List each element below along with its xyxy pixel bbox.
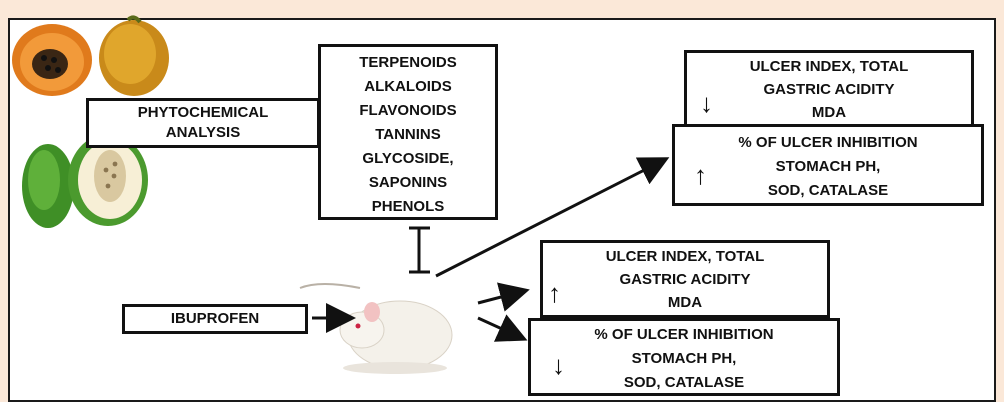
compound-item: PHENOLS: [321, 195, 495, 219]
rat-icon: [300, 284, 452, 374]
result-line: MDA: [687, 101, 971, 124]
green-papaya-icon: [22, 144, 74, 228]
compound-item: TANNINS: [321, 123, 495, 147]
up-arrow-icon: ↑: [548, 280, 561, 306]
result-line: ULCER INDEX, TOTAL: [687, 55, 971, 78]
down-arrow-icon: ↓: [552, 352, 565, 378]
result-line: MDA: [543, 291, 827, 314]
lower-increase-box: ULCER INDEX, TOTAL GASTRIC ACIDITY MDA: [540, 240, 830, 318]
ibuprofen-box: IBUPROFEN: [122, 304, 308, 334]
upper-decrease-box: ULCER INDEX, TOTAL GASTRIC ACIDITY MDA: [684, 50, 974, 128]
compound-item: TERPENOIDS: [321, 51, 495, 75]
compound-item: FLAVONOIDS: [321, 99, 495, 123]
papaya-whole-icon: [99, 17, 169, 96]
result-line: STOMACH PH,: [531, 347, 837, 371]
ibuprofen-label: IBUPROFEN: [125, 307, 305, 331]
result-line: STOMACH PH,: [675, 155, 981, 179]
lower-decrease-box: % OF ULCER INHIBITION STOMACH PH, SOD, C…: [528, 318, 840, 396]
result-line: % OF ULCER INHIBITION: [675, 131, 981, 155]
phytochemical-label-line2: ANALYSIS: [89, 123, 317, 143]
compounds-box: TERPENOIDS ALKALOIDS FLAVONOIDS TANNINS …: [318, 44, 498, 220]
phytochemical-label-line1: PHYTOCHEMICAL: [89, 103, 317, 123]
compound-item: ALKALOIDS: [321, 75, 495, 99]
phytochemical-analysis-box: PHYTOCHEMICAL ANALYSIS: [86, 98, 320, 148]
papaya-half-icon: [12, 24, 92, 96]
compound-item: SAPONINS: [321, 171, 495, 195]
compound-item: GLYCOSIDE,: [321, 147, 495, 171]
rat-to-lower-results-arrow-1: [478, 291, 524, 303]
result-line: GASTRIC ACIDITY: [687, 78, 971, 101]
result-line: SOD, CATALASE: [675, 179, 981, 203]
result-line: GASTRIC ACIDITY: [543, 268, 827, 291]
result-line: ULCER INDEX, TOTAL: [543, 245, 827, 268]
down-arrow-icon: ↓: [700, 90, 713, 116]
inhibition-bar-icon: [409, 228, 430, 272]
upper-increase-box: % OF ULCER INHIBITION STOMACH PH, SOD, C…: [672, 124, 984, 206]
up-arrow-icon: ↑: [694, 162, 707, 188]
rat-to-lower-results-arrow-2: [478, 318, 522, 338]
result-line: % OF ULCER INHIBITION: [531, 323, 837, 347]
result-line: SOD, CATALASE: [531, 371, 837, 395]
